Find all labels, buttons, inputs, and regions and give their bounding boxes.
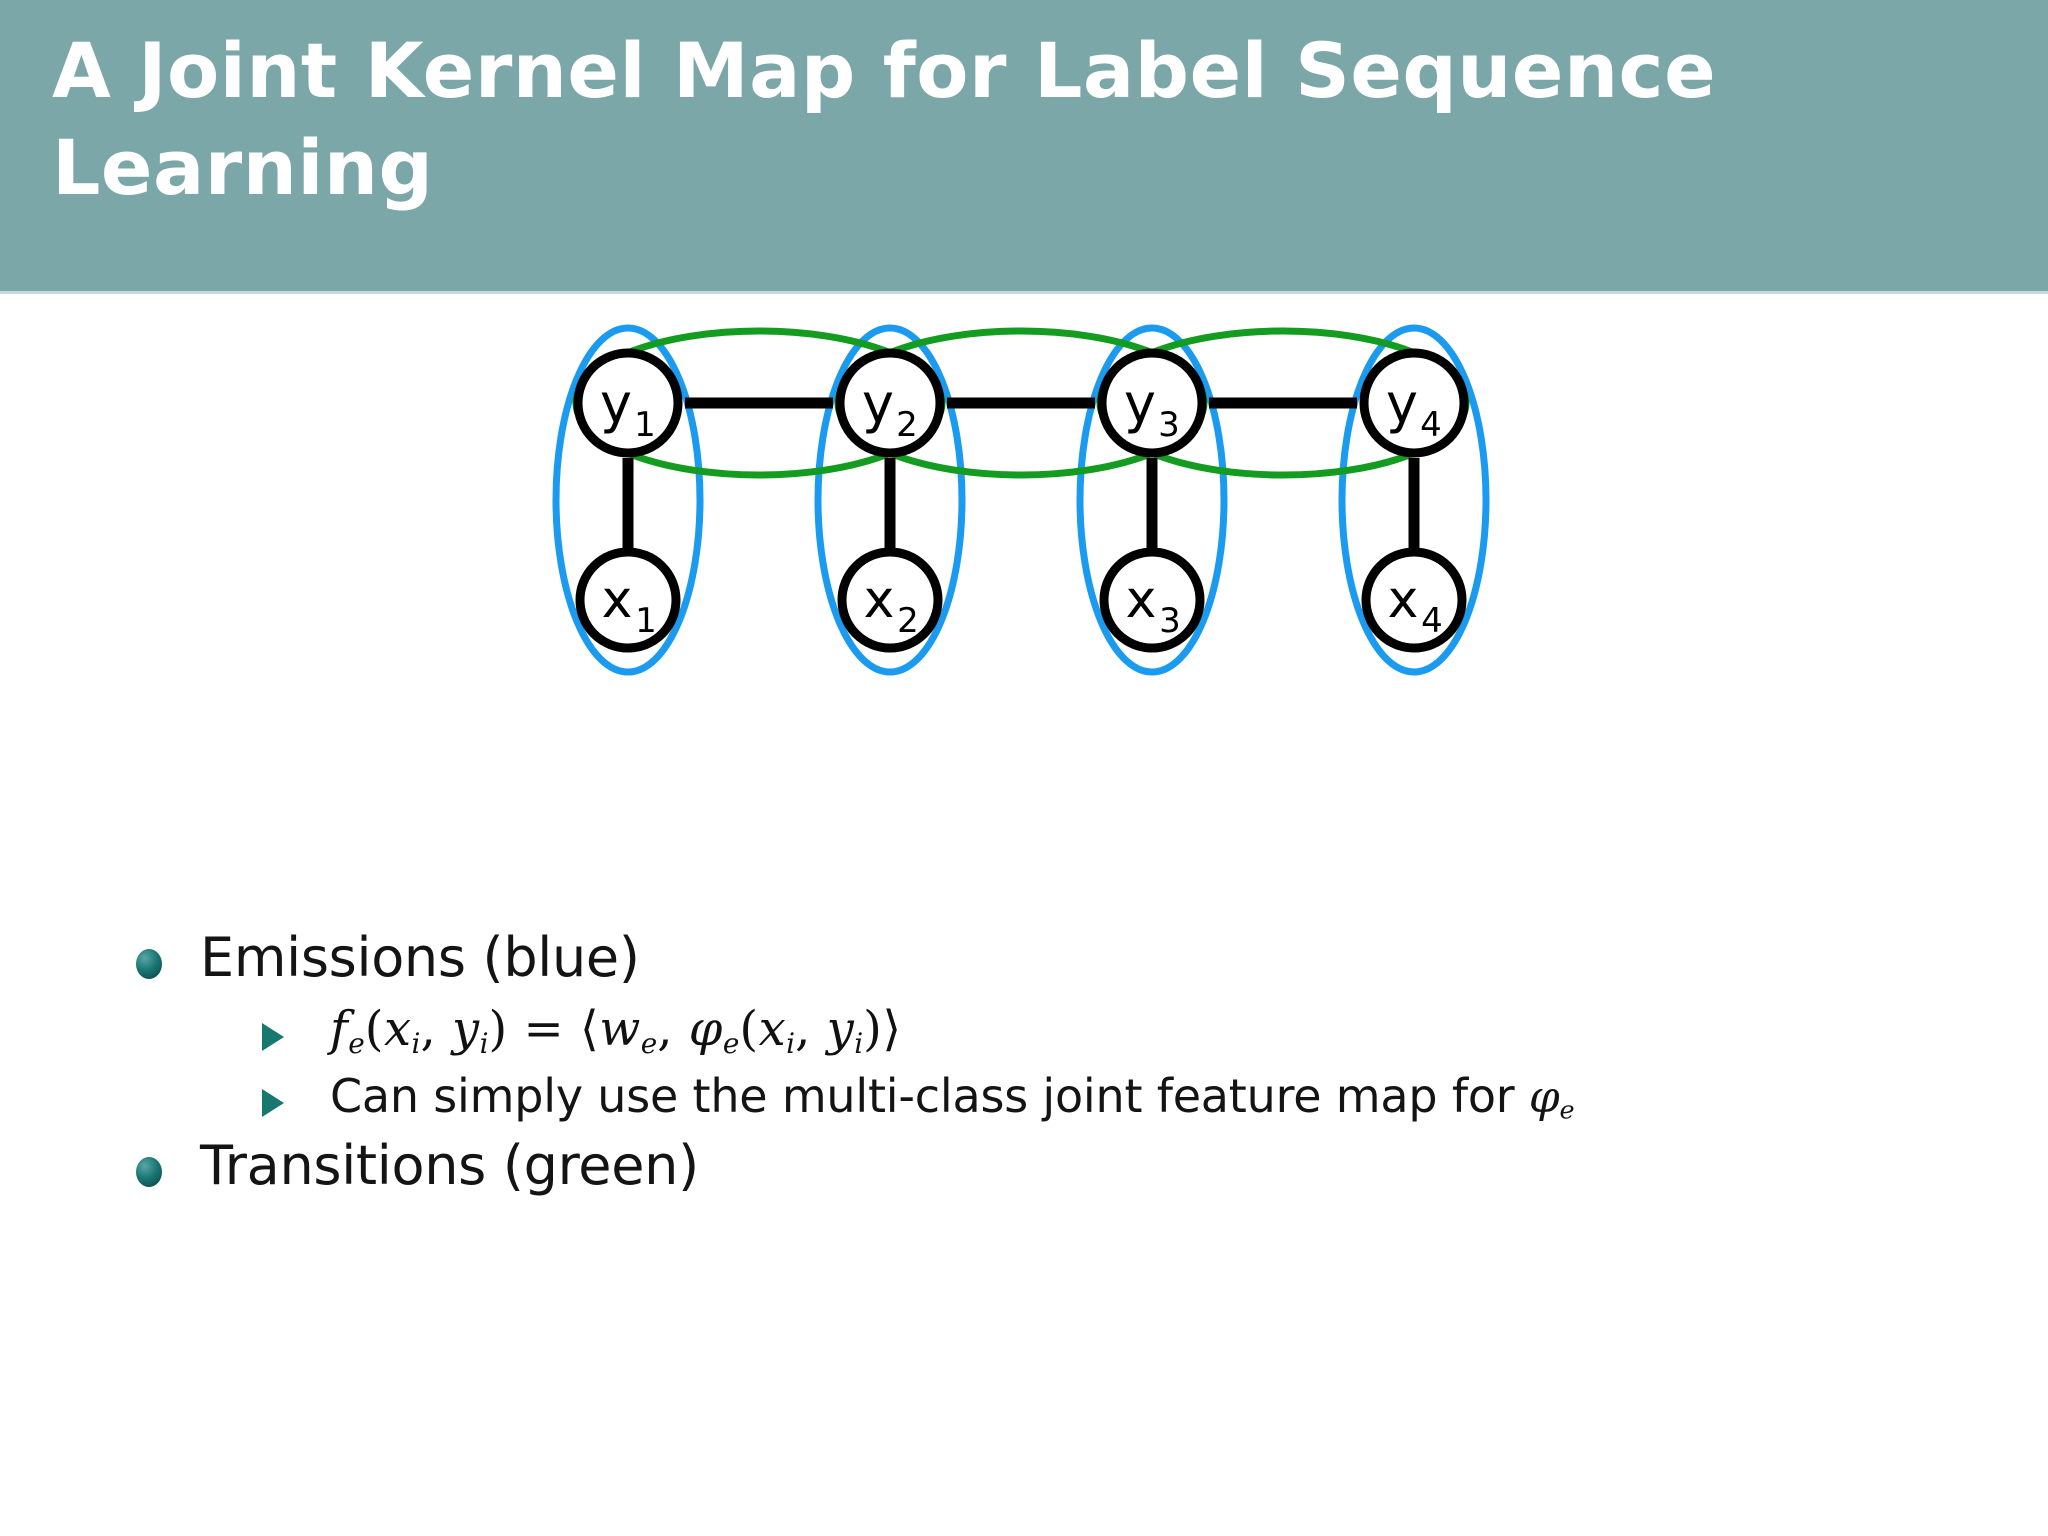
factor-graph-svg: y 1 y 2 y 3 y 4 x 1 x 2 x 3 x 4 bbox=[552, 324, 1490, 676]
page-title: A Joint Kernel Map for Label Sequence Le… bbox=[52, 26, 1717, 213]
formula-w-sub: e bbox=[640, 1026, 658, 1060]
formula-y2-sub: i bbox=[854, 1026, 864, 1060]
sphere-bullet-icon bbox=[136, 949, 162, 979]
node-x2-index: 2 bbox=[897, 601, 919, 641]
formula-rangle: ⟩ bbox=[882, 1001, 902, 1057]
formula-x1-sub: i bbox=[411, 1026, 421, 1060]
emission-edges bbox=[622, 458, 1420, 555]
formula-y1: y bbox=[451, 1001, 480, 1057]
node-y3-index: 3 bbox=[1158, 405, 1180, 445]
node-y2-label: y bbox=[862, 372, 894, 435]
title-underline-divider bbox=[0, 291, 2048, 294]
observation-nodes: x 1 x 2 x 3 x 4 bbox=[575, 547, 1467, 653]
emission-ellipse-2 bbox=[814, 324, 966, 676]
triangle-bullet-icon bbox=[262, 1023, 284, 1051]
phi-subscript: e bbox=[1559, 1095, 1575, 1126]
node-x2-circle bbox=[837, 547, 943, 653]
node-x2-label: x bbox=[864, 570, 895, 630]
multi-class-note: Can simply use the multi-class joint fea… bbox=[330, 1069, 1575, 1126]
graphical-model-diagram: y 1 y 2 y 3 y 4 x 1 x 2 x 3 x 4 bbox=[0, 300, 2048, 860]
slide-body-content: Emissions (blue) fe(xi, yi) = ⟨we, φe(xi… bbox=[0, 925, 2048, 1209]
node-y4-index: 4 bbox=[1420, 405, 1442, 445]
node-y4-circle bbox=[1359, 348, 1469, 458]
phi-glyph: φ bbox=[1528, 1072, 1560, 1123]
node-x1-label: x bbox=[602, 570, 633, 630]
formula-close-paren-2: ) bbox=[863, 1001, 883, 1057]
node-x3-circle bbox=[1099, 547, 1205, 653]
formula-w: w bbox=[599, 1001, 641, 1057]
formula-phi-sub: e bbox=[722, 1026, 740, 1060]
formula-x1: x bbox=[383, 1001, 412, 1057]
node-y3-circle bbox=[1097, 348, 1207, 458]
formula-comma-3: , bbox=[795, 1001, 827, 1057]
node-y2-index: 2 bbox=[896, 405, 918, 445]
node-y1-index: 1 bbox=[634, 405, 656, 445]
slide-title-bar: A Joint Kernel Map for Label Sequence Le… bbox=[0, 0, 2048, 291]
node-x4-circle bbox=[1361, 547, 1467, 653]
node-x3-label: x bbox=[1126, 570, 1157, 630]
sphere-bullet-icon bbox=[136, 1157, 162, 1187]
triangle-bullet-icon bbox=[262, 1089, 284, 1117]
node-x4-index: 4 bbox=[1421, 601, 1443, 641]
emission-ellipse-3 bbox=[1076, 324, 1228, 676]
formula-equals: = bbox=[507, 1001, 580, 1057]
formula-y2: y bbox=[826, 1001, 855, 1057]
formula-phi: φ bbox=[688, 1001, 723, 1057]
list-item: Emissions (blue) bbox=[0, 925, 2048, 997]
list-item: Can simply use the multi-class joint fea… bbox=[0, 1067, 2048, 1131]
node-y4-label: y bbox=[1386, 372, 1418, 435]
node-y2-circle bbox=[835, 348, 945, 458]
emission-formula: fe(xi, yi) = ⟨we, φe(xi, yi)⟩ bbox=[330, 1001, 902, 1060]
node-x4-label: x bbox=[1388, 570, 1419, 630]
node-y3-label: y bbox=[1124, 372, 1156, 435]
list-item: fe(xi, yi) = ⟨we, φe(xi, yi)⟩ bbox=[0, 1001, 2048, 1065]
emission-ellipse-group bbox=[552, 324, 1490, 676]
formula-open-paren-2: ( bbox=[739, 1001, 759, 1057]
formula-close-paren: ) bbox=[488, 1001, 508, 1057]
formula-x2-sub: i bbox=[786, 1026, 796, 1060]
node-y1-circle bbox=[573, 348, 683, 458]
bullet-transitions-label: Transitions (green) bbox=[200, 1134, 699, 1197]
phi-symbol: φe bbox=[1528, 1072, 1575, 1126]
label-nodes: y 1 y 2 y 3 y 4 bbox=[573, 348, 1469, 458]
node-x1-index: 1 bbox=[635, 601, 657, 641]
formula-f-sub: e bbox=[348, 1026, 365, 1060]
formula-f: f bbox=[330, 1001, 349, 1057]
node-y1-label: y bbox=[600, 372, 632, 435]
emission-ellipse-1 bbox=[552, 324, 704, 676]
list-item: Transitions (green) bbox=[0, 1133, 2048, 1205]
formula-open-paren: ( bbox=[364, 1001, 384, 1057]
formula-langle: ⟨ bbox=[579, 1001, 600, 1057]
node-x3-index: 3 bbox=[1159, 601, 1181, 641]
formula-x2: x bbox=[758, 1001, 787, 1057]
formula-y1-sub: i bbox=[479, 1026, 489, 1060]
node-x1-circle bbox=[575, 547, 681, 653]
formula-comma-1: , bbox=[420, 1001, 452, 1057]
formula-comma-2: , bbox=[657, 1001, 689, 1057]
emission-ellipse-4 bbox=[1338, 324, 1490, 676]
bullet-emissions-label: Emissions (blue) bbox=[200, 926, 640, 989]
multi-class-note-text: Can simply use the multi-class joint fea… bbox=[330, 1069, 1529, 1123]
